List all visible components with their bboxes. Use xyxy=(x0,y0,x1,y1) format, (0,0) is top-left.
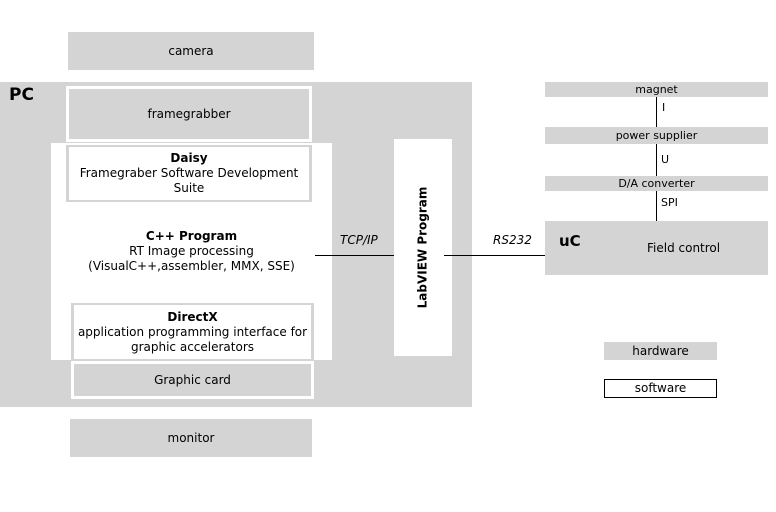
directx-box: DirectX application programming interfac… xyxy=(74,305,311,359)
uc-title: uC xyxy=(559,232,581,250)
power-supplier-label: power supplier xyxy=(615,128,698,142)
labview-label: LabVIEW Program xyxy=(415,186,430,309)
directx-line2: graphic accelerators xyxy=(130,339,255,354)
dac-label: D/A converter xyxy=(618,176,695,190)
cpp-title: C++ Program xyxy=(145,228,238,243)
rs232-label: RS232 xyxy=(493,233,532,247)
legend-software: software xyxy=(604,379,717,398)
voltage-line xyxy=(656,144,657,176)
tcpip-label: TCP/IP xyxy=(340,233,378,247)
dac-box: D/A converter xyxy=(545,176,768,191)
legend-hardware: hardware xyxy=(604,342,717,360)
uc-box xyxy=(545,221,768,275)
legend-hardware-label: hardware xyxy=(632,343,689,358)
tcpip-link-line xyxy=(315,255,394,256)
cpp-line1: RT Image processing xyxy=(129,243,254,258)
directx-title: DirectX xyxy=(167,309,218,324)
labview-box: LabVIEW Program xyxy=(394,139,452,356)
graphic-card-label: Graphic card xyxy=(154,372,231,387)
spi-label: SPI xyxy=(661,196,678,209)
camera-label: camera xyxy=(168,43,214,58)
cpp-program-block: C++ Program RT Image processing (VisualC… xyxy=(51,226,332,276)
cpp-line2: (VisualC++,assembler, MMX, SSE) xyxy=(88,258,295,273)
legend-software-label: software xyxy=(634,381,687,395)
daisy-line2: Suite xyxy=(173,181,205,195)
daisy-line1: Framegraber Software Development xyxy=(79,166,299,180)
daisy-title: Daisy xyxy=(170,151,208,165)
current-label: I xyxy=(662,101,666,114)
monitor-label: monitor xyxy=(167,430,215,445)
spi-line xyxy=(656,191,657,221)
framegrabber-label: framegrabber xyxy=(147,106,231,121)
camera-box: camera xyxy=(68,32,314,70)
framegrabber-box: framegrabber xyxy=(69,89,309,139)
voltage-label: U xyxy=(661,153,670,166)
pc-title: PC xyxy=(9,85,34,105)
magnet-label: magnet xyxy=(635,82,678,96)
magnet-box: magnet xyxy=(545,82,768,97)
rs232-link-line xyxy=(444,255,545,256)
current-line xyxy=(656,97,657,127)
graphic-card-box: Graphic card xyxy=(74,364,311,396)
monitor-box: monitor xyxy=(70,419,312,457)
directx-line1: application programming interface for xyxy=(77,324,308,339)
power-supplier-box: power supplier xyxy=(545,127,768,144)
daisy-box: Daisy Framegraber Software Development S… xyxy=(69,147,309,200)
field-control-label: Field control xyxy=(647,241,721,255)
